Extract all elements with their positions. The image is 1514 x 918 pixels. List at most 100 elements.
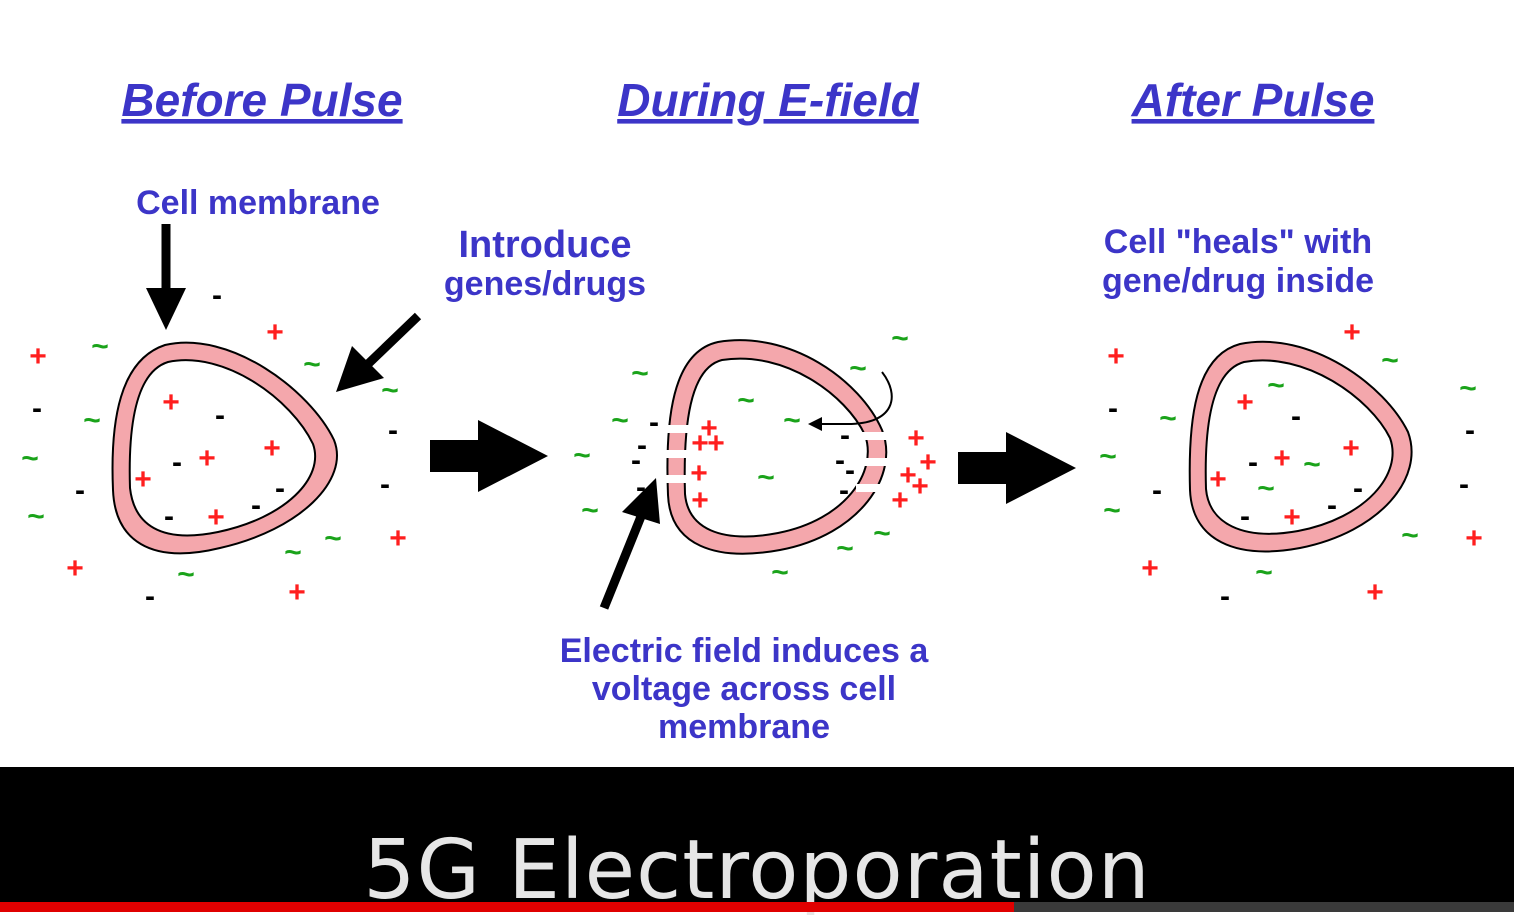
minus-ion: - <box>1220 580 1230 613</box>
minus-ion: - <box>1291 400 1301 433</box>
video-caption-title: 5G Electroporation <box>363 823 1151 918</box>
minus-ion: - <box>1327 489 1337 522</box>
plus-ion: + <box>1141 552 1159 585</box>
gene-drug-molecule: ~ <box>27 500 45 533</box>
ion-symbols: +~-+~~-~~-~--+~~+~-++-++-+--+-~~~~~~++++… <box>21 279 1483 613</box>
plus-ion: + <box>891 484 909 517</box>
minus-ion: - <box>637 429 647 462</box>
minus-ion: - <box>388 414 398 447</box>
minus-ion: - <box>1248 446 1258 479</box>
pointer-arrow-efield <box>599 478 660 610</box>
minus-ion: - <box>380 468 390 501</box>
plus-ion: + <box>207 501 225 534</box>
minus-ion: - <box>840 419 850 452</box>
gene-drug-molecule: ~ <box>1255 556 1273 589</box>
plus-ion: + <box>1209 463 1227 496</box>
gene-drug-molecule: ~ <box>836 532 854 565</box>
electroporation-diagram: Before Pulse During E-field After Pulse … <box>21 74 1483 746</box>
gene-drug-molecule: ~ <box>1459 372 1477 405</box>
label-efield-line3: membrane <box>658 708 830 746</box>
video-progress-track[interactable] <box>0 902 1514 912</box>
minus-ion: - <box>172 446 182 479</box>
gene-drug-molecule: ~ <box>849 352 867 385</box>
minus-ion: - <box>164 500 174 533</box>
plus-ion: + <box>691 484 709 517</box>
minus-ion: - <box>212 279 222 312</box>
plus-ion: + <box>700 412 718 445</box>
process-arrow-2 <box>958 432 1076 504</box>
minus-ion: - <box>649 406 659 439</box>
heading-during-efield: During E-field <box>617 74 919 126</box>
cell-before-pulse <box>111 341 338 555</box>
heading-after-pulse: After Pulse <box>1131 74 1375 126</box>
pointer-arrow-cell-membrane <box>146 224 186 330</box>
process-arrow-1 <box>430 420 548 492</box>
plus-ion: + <box>288 576 306 609</box>
gene-drug-molecule: ~ <box>1257 472 1275 505</box>
video-progress-fill <box>0 902 1015 912</box>
gene-drug-molecule: ~ <box>91 330 109 363</box>
plus-ion: + <box>266 316 284 349</box>
gene-drug-molecule: ~ <box>21 442 39 475</box>
plus-ion: + <box>1366 576 1384 609</box>
gene-drug-molecule: ~ <box>381 374 399 407</box>
label-introduce: Introduce <box>458 224 631 266</box>
minus-ion: - <box>1465 414 1475 447</box>
gene-drug-molecule: ~ <box>783 404 801 437</box>
plus-ion: + <box>1107 340 1125 373</box>
minus-ion: - <box>1353 472 1363 505</box>
label-cell-heals: Cell "heals" with <box>1104 223 1372 261</box>
heading-before-pulse: Before Pulse <box>121 74 402 126</box>
gene-drug-molecule: ~ <box>737 384 755 417</box>
plus-ion: + <box>1236 386 1254 419</box>
plus-ion: + <box>134 463 152 496</box>
pointer-arrow-introduce <box>336 312 422 392</box>
plus-ion: + <box>389 522 407 555</box>
plus-ion: + <box>198 442 216 475</box>
plus-ion: + <box>263 432 281 465</box>
gene-drug-molecule: ~ <box>1103 494 1121 527</box>
caption-bar <box>0 767 1514 912</box>
gene-drug-molecule: ~ <box>303 348 321 381</box>
minus-ion: - <box>32 392 42 425</box>
minus-ion: - <box>631 444 641 477</box>
minus-ion: - <box>75 474 85 507</box>
plus-ion: + <box>1273 442 1291 475</box>
minus-ion: - <box>1240 500 1250 533</box>
gene-drug-molecule: ~ <box>177 558 195 591</box>
minus-ion: - <box>835 444 845 477</box>
gene-drug-molecule: ~ <box>83 404 101 437</box>
plus-ion: + <box>707 427 725 460</box>
gene-drug-molecule: ~ <box>573 439 591 472</box>
gene-drug-molecule: ~ <box>611 404 629 437</box>
gene-drug-molecule: ~ <box>1267 369 1285 402</box>
minus-ion: - <box>145 580 155 613</box>
plus-ion: + <box>1283 501 1301 534</box>
gene-drug-molecule: ~ <box>631 357 649 390</box>
minus-ion: - <box>1108 392 1118 425</box>
pointer-arrow-entry <box>808 371 893 431</box>
plus-ion: + <box>1465 522 1483 555</box>
minus-ion: - <box>215 399 225 432</box>
gene-drug-molecule: ~ <box>1099 440 1117 473</box>
minus-ion: - <box>845 454 855 487</box>
label-efield-line1: Electric field induces a <box>560 632 930 670</box>
gene-drug-molecule: ~ <box>1303 448 1321 481</box>
gene-drug-molecule: ~ <box>1159 402 1177 435</box>
gene-drug-molecule: ~ <box>771 556 789 589</box>
cell-after-pulse <box>1188 340 1413 553</box>
plus-ion: + <box>162 386 180 419</box>
plus-ion: + <box>899 459 917 492</box>
minus-ion: - <box>275 472 285 505</box>
plus-ion: + <box>919 446 937 479</box>
label-gene-drug-inside: gene/drug inside <box>1102 262 1374 300</box>
label-cell-membrane: Cell membrane <box>136 184 380 222</box>
label-genes-drugs: genes/drugs <box>444 265 646 303</box>
plus-ion: + <box>691 427 709 460</box>
minus-ion: - <box>839 474 849 507</box>
label-efield-line2: voltage across cell <box>592 670 896 708</box>
minus-ion: - <box>1152 474 1162 507</box>
gene-drug-molecule: ~ <box>873 517 891 550</box>
plus-ion: + <box>29 340 47 373</box>
gene-drug-molecule: ~ <box>757 461 775 494</box>
